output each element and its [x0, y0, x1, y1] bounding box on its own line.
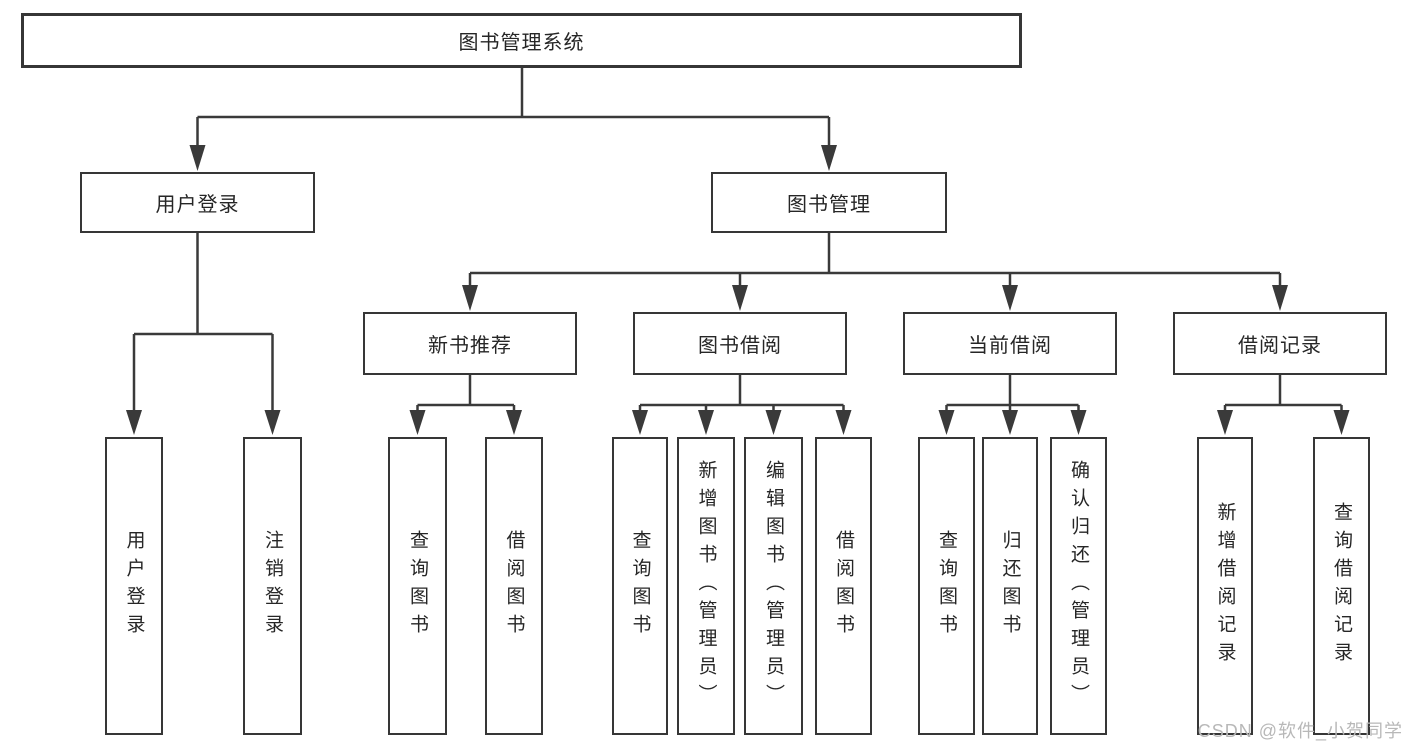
connector-borrowing-records-children	[1217, 375, 1350, 435]
leaf-borrow-books-label: 借阅图书	[833, 530, 854, 642]
leaf-logout: 注销登录	[243, 437, 302, 735]
connector-user-login-children	[126, 233, 281, 435]
leaf-return-books: 归还图书	[982, 437, 1038, 735]
node-book-borrowing: 图书借阅	[633, 312, 847, 375]
node-book-management: 图书管理	[711, 172, 947, 233]
leaf-add-book-admin: 新增图书（管理员）	[677, 437, 735, 735]
connector-current-borrowing-children	[938, 375, 1087, 435]
leaf-query-books-current: 查询图书	[918, 437, 975, 735]
arrowhead-icon	[1272, 285, 1288, 311]
node-new-book-recommendation: 新书推荐	[363, 312, 577, 375]
connector-root-to-level2	[189, 68, 837, 171]
node-root: 图书管理系统	[21, 13, 1022, 68]
leaf-add-book-admin-label: 新增图书（管理员）	[695, 460, 717, 712]
leaf-confirm-return-admin: 确认归还（管理员）	[1050, 437, 1107, 735]
node-root-label: 图书管理系统	[458, 32, 585, 54]
node-current-borrowing: 当前借阅	[903, 312, 1117, 375]
leaf-edit-book-admin-label: 编辑图书（管理员）	[763, 460, 784, 712]
leaf-query-books-current-label: 查询图书	[936, 530, 957, 642]
leaf-query-books-borrowing: 查询图书	[612, 437, 668, 735]
leaf-return-books-label: 归还图书	[999, 530, 1021, 642]
leaf-edit-book-admin: 编辑图书（管理员）	[744, 437, 803, 735]
node-book-borrowing-label: 图书借阅	[698, 335, 782, 357]
node-borrowing-records: 借阅记录	[1173, 312, 1387, 375]
connector-book-borrowing-children	[632, 375, 852, 435]
leaf-user-login-label: 用户登录	[123, 530, 145, 642]
arrowhead-icon	[732, 285, 748, 311]
arrowhead-icon	[189, 145, 206, 171]
leaf-user-login: 用户登录	[105, 437, 163, 735]
arrowhead-icon	[1070, 410, 1087, 435]
connector-book-management-children	[462, 233, 1288, 311]
leaf-borrow-books-recommend: 借阅图书	[485, 437, 543, 735]
arrowhead-icon	[1002, 285, 1018, 311]
watermark-text: CSDN @软件_小贺同学	[1197, 721, 1403, 741]
node-new-book-recommendation-label: 新书推荐	[428, 335, 512, 357]
leaf-query-books-borrowing-label: 查询图书	[629, 530, 651, 642]
arrowhead-icon	[698, 410, 714, 435]
arrowhead-icon	[632, 410, 648, 435]
arrowhead-icon	[938, 410, 955, 435]
node-book-management-label: 图书管理	[787, 194, 871, 216]
arrowhead-icon	[506, 410, 522, 435]
arrowhead-icon	[1333, 410, 1350, 435]
leaf-borrow-books: 借阅图书	[815, 437, 872, 735]
arrowhead-icon	[1002, 410, 1018, 435]
arrowhead-icon	[1217, 410, 1233, 435]
arrowhead-icon	[765, 410, 782, 435]
node-user-login: 用户登录	[80, 172, 315, 233]
arrowhead-icon	[462, 285, 478, 311]
leaf-borrow-books-recommend-label: 借阅图书	[503, 530, 525, 642]
leaf-query-books-recommend: 查询图书	[388, 437, 447, 735]
arrowhead-icon	[835, 410, 852, 435]
arrowhead-icon	[126, 410, 142, 435]
leaf-query-borrow-record-label: 查询借阅记录	[1331, 502, 1352, 670]
node-borrowing-records-label: 借阅记录	[1238, 335, 1322, 357]
leaf-add-borrow-record-label: 新增借阅记录	[1214, 502, 1236, 670]
arrowhead-icon	[409, 410, 426, 435]
leaf-query-borrow-record: 查询借阅记录	[1313, 437, 1370, 735]
leaf-query-books-recommend-label: 查询图书	[407, 530, 428, 642]
leaf-confirm-return-admin-label: 确认归还（管理员）	[1068, 460, 1089, 712]
leaf-add-borrow-record: 新增借阅记录	[1197, 437, 1253, 735]
node-current-borrowing-label: 当前借阅	[968, 335, 1052, 357]
node-user-login-label: 用户登录	[155, 194, 240, 216]
leaf-logout-label: 注销登录	[262, 530, 283, 642]
arrowhead-icon	[821, 145, 837, 171]
arrowhead-icon	[264, 410, 281, 435]
connector-new-book-children	[409, 375, 522, 435]
